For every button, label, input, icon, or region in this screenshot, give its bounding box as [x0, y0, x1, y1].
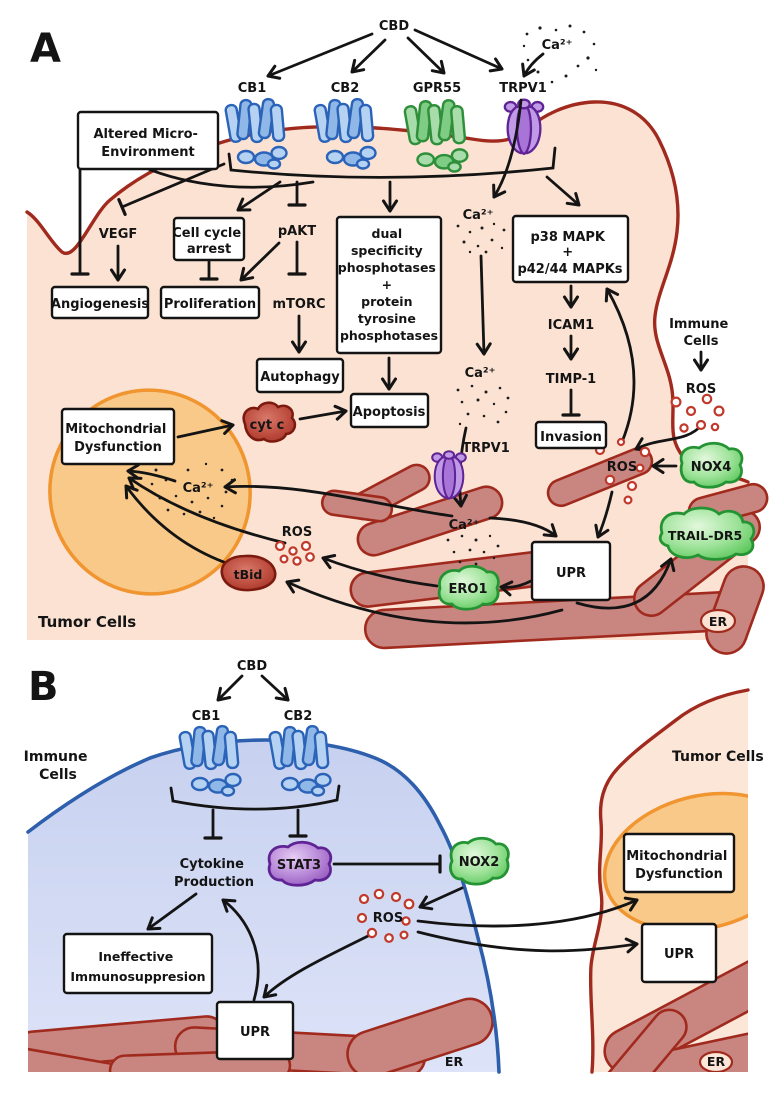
- tbid-blob: [220, 554, 277, 592]
- label-ca-extracellular: Ca²⁺: [542, 38, 573, 53]
- nox4-blob: [679, 441, 744, 489]
- box-text-p38: p38 MAPK + p42/44 MAPKs: [517, 230, 622, 277]
- ros-cluster-mitochondria: [274, 540, 315, 566]
- calcium-cluster-mitochondria: [150, 462, 234, 520]
- box-ineffective-immunosuppression: [62, 932, 214, 995]
- panel-b-arrows: [146, 674, 639, 1002]
- label-vegf: VEGF: [99, 227, 138, 242]
- box-text-angiogenesis: Angiogenesis: [51, 297, 149, 312]
- box-text-apoptosis: Apoptosis: [353, 405, 426, 420]
- box-text-ineffective: Ineffective Immunosuppresion: [70, 949, 205, 984]
- box-cell-cycle-arrest: [172, 216, 246, 262]
- box-angiogenesis: [50, 285, 150, 320]
- box-text-mito-dysfunction: Mitochondrial Dysfunction: [65, 422, 171, 455]
- box-text-upr-a: UPR: [556, 566, 586, 581]
- receptor-label-cb2-b: CB2: [284, 709, 313, 724]
- panel-a-label: A: [30, 26, 61, 72]
- receptor-label-cb2: CB2: [331, 81, 360, 96]
- panel-b: B CBD CB1 CB2 Immune Cells Cytokine Prod…: [24, 659, 764, 1074]
- panel-b-boxes: [62, 832, 736, 1061]
- box-text-upr-tumor-b: UPR: [664, 947, 694, 962]
- label-stat3: STAT3: [277, 858, 321, 873]
- box-p38-mapk: [511, 214, 630, 284]
- receptor-label-gpr55: GPR55: [413, 81, 461, 96]
- label-ero1: ERO1: [449, 582, 488, 597]
- label-ca-cytosol: Ca²⁺: [465, 366, 496, 381]
- tumor-cell-b-membrane: [588, 688, 750, 1074]
- box-upr-tumor-b: [640, 922, 718, 984]
- box-autophagy: [255, 357, 345, 394]
- label-ca-submembrane: Ca²⁺: [463, 208, 494, 223]
- label-tbid: tBid: [234, 567, 263, 582]
- label-mtorc: mTORC: [272, 297, 325, 312]
- immune-cell-membrane: [26, 738, 501, 1074]
- label-immune-cells-a: Immune Cells: [669, 317, 733, 349]
- receptor-label-cb1-b: CB1: [192, 709, 221, 724]
- label-ca-mito: Ca²⁺: [183, 481, 214, 496]
- calcium-cluster-er-release: [446, 534, 500, 566]
- calcium-cluster-cytosol: [456, 384, 510, 426]
- box-text-proliferation: Proliferation: [164, 297, 256, 312]
- label-nox2: NOX2: [459, 855, 500, 870]
- label-ros-immune: ROS: [686, 382, 716, 397]
- ros-cluster-immune-extracellular: [670, 393, 725, 433]
- box-upr-immune: [215, 1000, 295, 1061]
- receptor-bracket-b: [169, 784, 341, 811]
- calcium-cluster-submembrane: [456, 222, 506, 254]
- receptor-label-trpv1: TRPV1: [499, 81, 547, 96]
- label-ros-intracellular: ROS: [607, 460, 637, 475]
- label-pakt: pAKT: [278, 224, 316, 239]
- box-altered-micro-environment: [76, 110, 220, 171]
- label-tumor-cells-a: Tumor Cells: [38, 613, 136, 631]
- box-apoptosis: [349, 392, 430, 429]
- label-icam1: ICAM1: [548, 318, 594, 333]
- receptor-bracket: [227, 146, 557, 179]
- cytc-blob: [242, 401, 297, 443]
- ero1-blob: [437, 564, 500, 611]
- box-phosphatases: [335, 215, 443, 355]
- box-invasion: [534, 420, 608, 450]
- label-nox4: NOX4: [691, 460, 732, 475]
- label-trpv1-er: TRPV1: [462, 441, 510, 456]
- label-er-tumor-b: ER: [707, 1054, 726, 1069]
- label-cbd: CBD: [379, 19, 409, 34]
- tumor-cell-membrane: [25, 100, 750, 484]
- label-timp1: TIMP-1: [546, 372, 596, 387]
- label-tumor-cells-b: Tumor Cells: [672, 749, 764, 765]
- trail-dr5-blob: [658, 506, 756, 561]
- label-ros-mito: ROS: [282, 525, 312, 540]
- box-text-phosphatases: dual specificity phosphotases + protein …: [338, 226, 440, 343]
- box-upr: [530, 540, 612, 602]
- label-ca-er: Ca²⁺: [449, 518, 480, 533]
- panel-a: A CBD CB1 CB2 GPR55 TRPV1 Ca²⁺ Ca²⁺ Ca²⁺…: [25, 19, 769, 655]
- box-text-ame: Altered Micro- Environment: [94, 127, 203, 160]
- panel-a-boxes: [50, 110, 630, 602]
- label-ros-b: ROS: [373, 911, 403, 926]
- box-mitochondrial-dysfunction: [60, 407, 176, 466]
- label-cytokine-production: Cytokine Production: [174, 857, 254, 890]
- calcium-cluster-extracellular: [522, 24, 598, 84]
- box-text-mito-dysfunction-b: Mitochondrial Dysfunction: [626, 849, 732, 882]
- er-b-label-gap: [698, 1050, 734, 1072]
- nox2-blob: [449, 836, 510, 886]
- label-cbd-b: CBD: [237, 659, 267, 674]
- label-cytc: cyt c: [250, 418, 285, 433]
- panel-b-label: B: [28, 664, 59, 710]
- receptor-label-cb1: CB1: [238, 81, 267, 96]
- label-er-immune: ER: [445, 1054, 464, 1069]
- ros-cluster-b: [356, 888, 415, 943]
- box-text-invasion: Invasion: [540, 430, 602, 445]
- label-trail-dr5: TRAIL-DR5: [668, 528, 742, 543]
- box-mito-dysfunction-b: [622, 832, 736, 894]
- box-text-cca: Cell cycle arrest: [172, 226, 246, 257]
- box-text-autophagy: Autophagy: [260, 370, 340, 385]
- box-text-upr-immune: UPR: [240, 1025, 270, 1040]
- stat3-blob: [267, 840, 333, 887]
- label-er-a: ER: [709, 614, 728, 629]
- er-label-gap: [699, 608, 737, 634]
- label-immune-cells-b: Immune Cells: [24, 749, 93, 783]
- box-proliferation: [159, 285, 261, 320]
